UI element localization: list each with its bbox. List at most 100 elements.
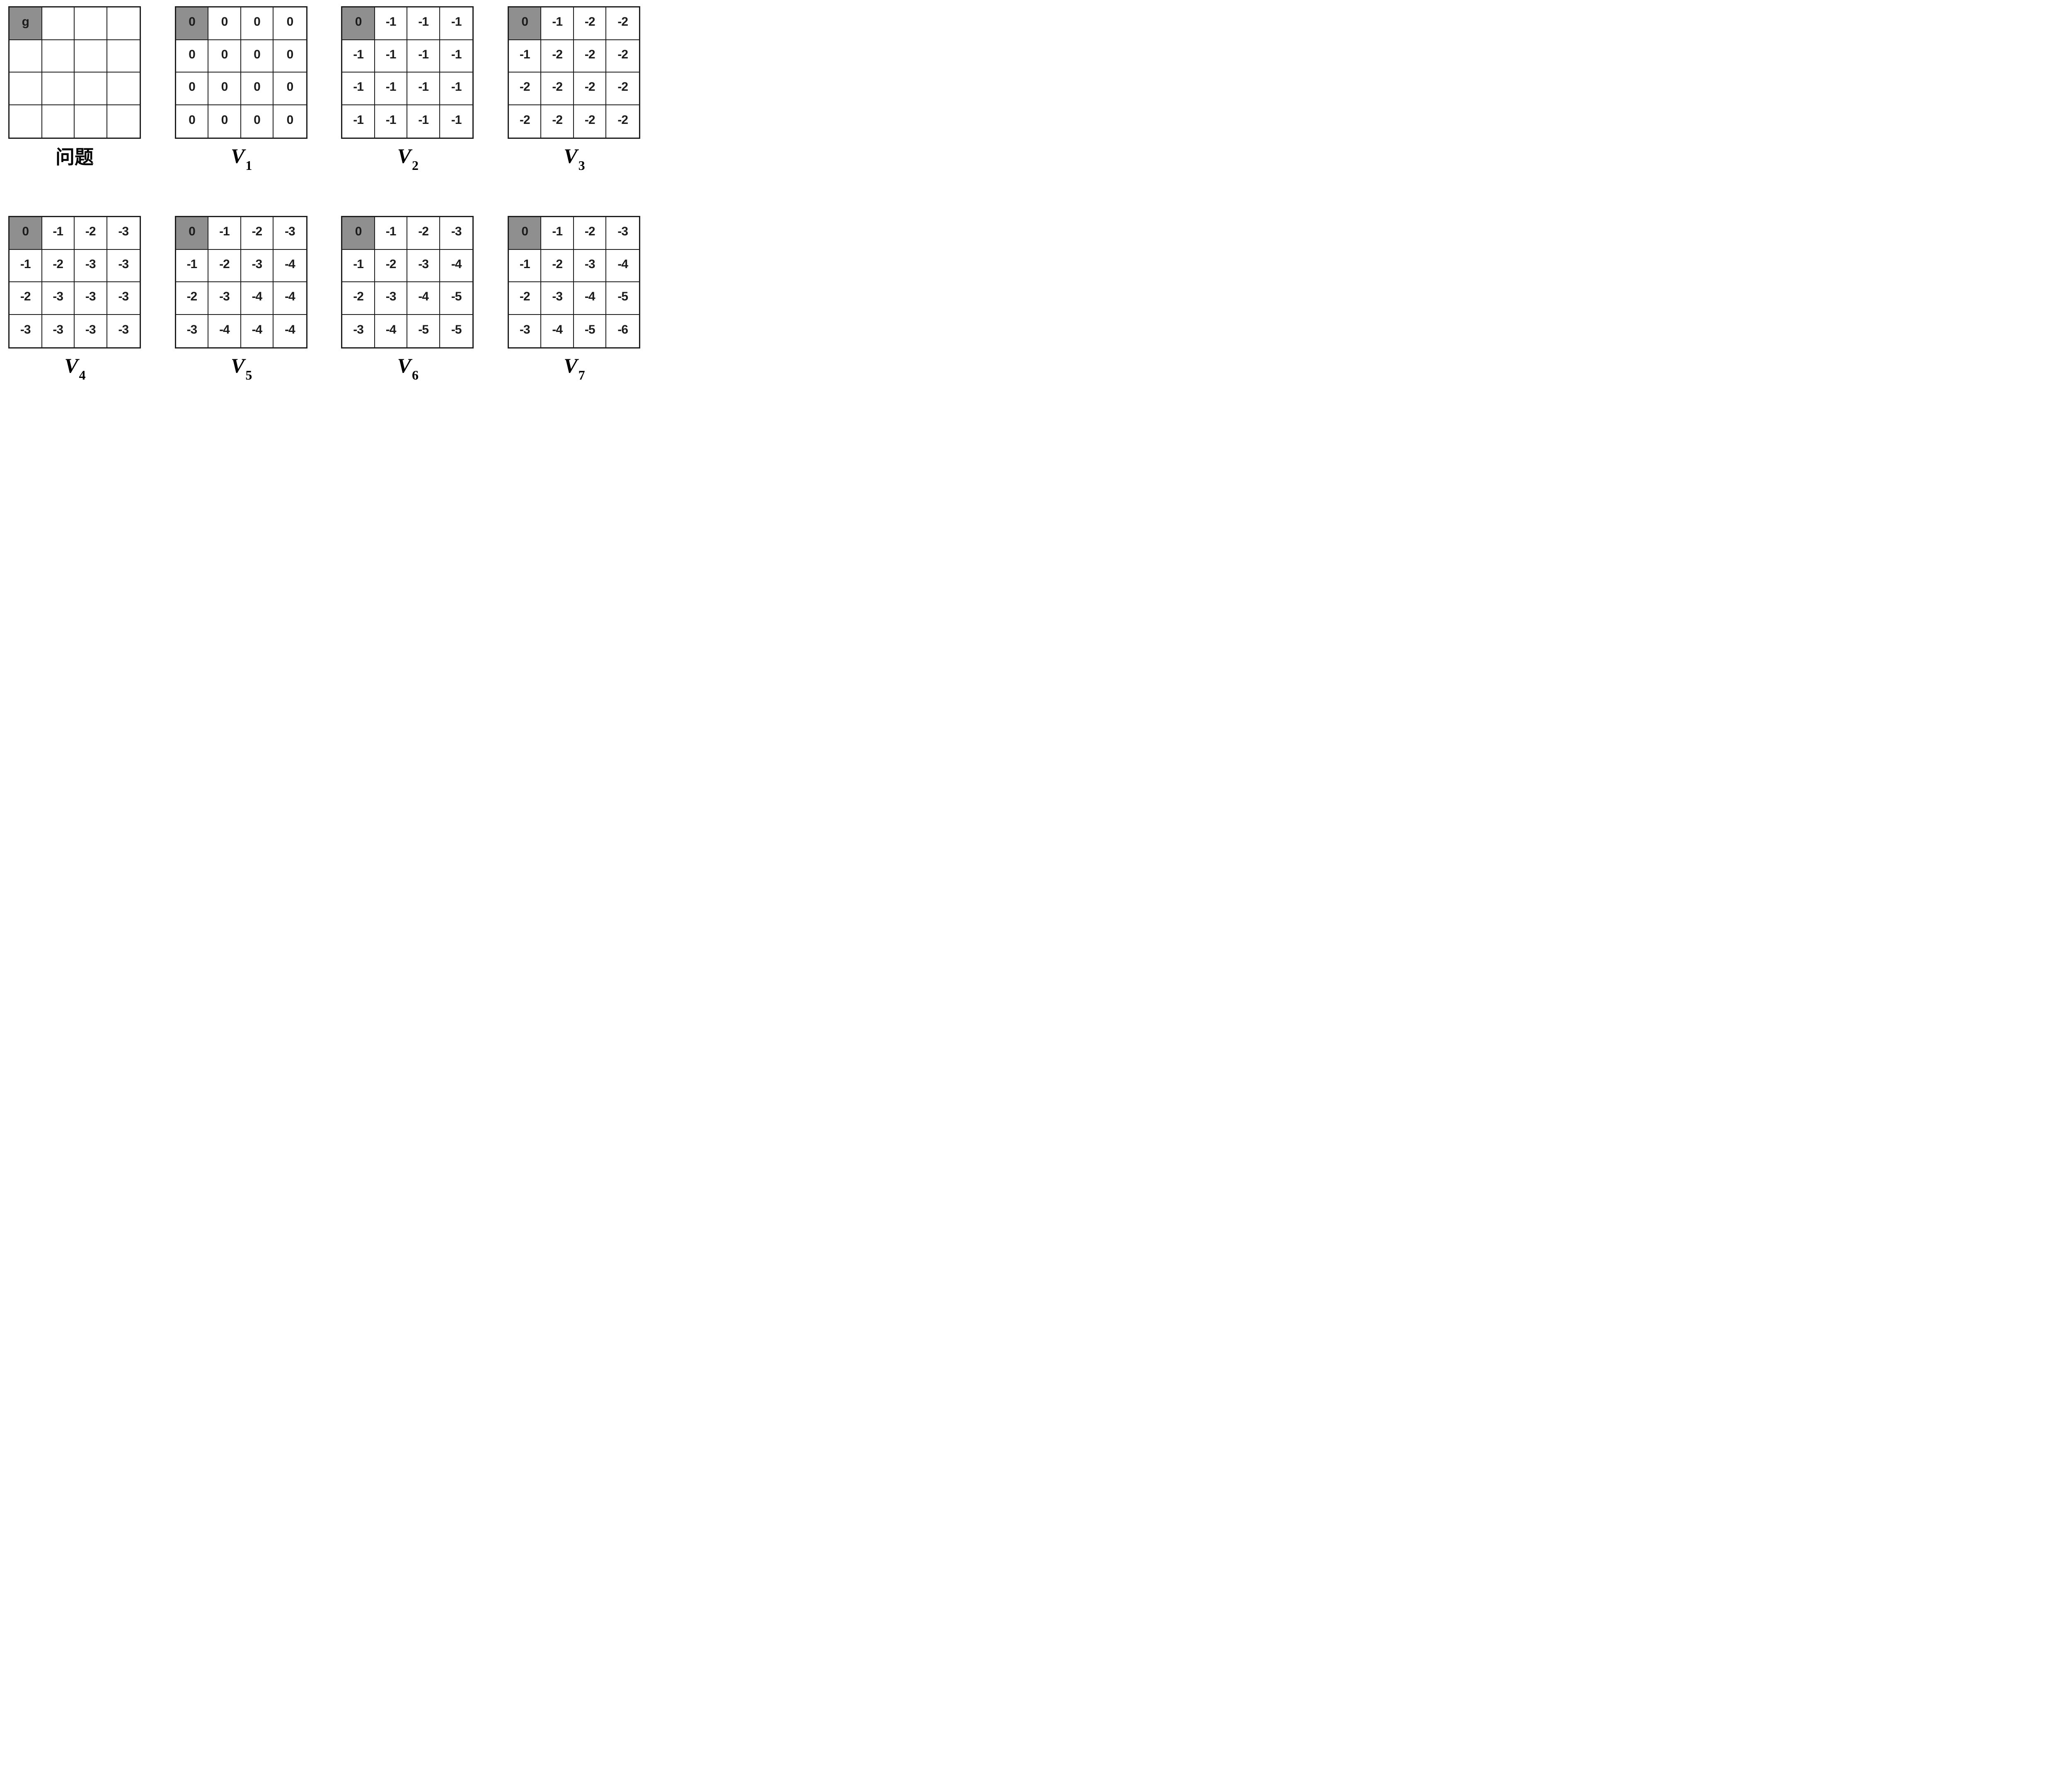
grid-cell bbox=[75, 7, 107, 40]
grid-cell bbox=[75, 40, 107, 73]
caption-v1: V1 bbox=[231, 145, 252, 172]
panel-v3: 0-1-2-2-1-2-2-2-2-2-2-2-2-2-2-2 V3 bbox=[507, 6, 640, 172]
value-grid-v7: 0-1-2-3-1-2-3-4-2-3-4-5-3-4-5-6 bbox=[507, 216, 640, 349]
caption-problem-label: 问题 bbox=[56, 147, 94, 168]
grid-cell: -2 bbox=[606, 40, 639, 73]
grid-cell: -3 bbox=[10, 315, 42, 347]
grid-cell: -3 bbox=[541, 282, 574, 315]
caption-v5-label: V5 bbox=[230, 354, 252, 382]
grid-cell: -1 bbox=[375, 217, 408, 250]
grid-cell: -3 bbox=[107, 249, 140, 282]
grid-cell: -2 bbox=[508, 282, 542, 315]
grid-cell: -1 bbox=[176, 249, 209, 282]
grid-cell: -4 bbox=[241, 282, 274, 315]
grid-cell: -1 bbox=[342, 105, 375, 138]
grid-cell bbox=[42, 73, 75, 105]
grid-cell: -2 bbox=[75, 217, 107, 250]
grid-cell: -2 bbox=[541, 40, 574, 73]
grid-cell: -2 bbox=[606, 7, 639, 40]
grid-cell: -4 bbox=[274, 282, 306, 315]
grid-cell: -4 bbox=[574, 282, 607, 315]
grid-cell bbox=[75, 105, 107, 138]
grid-cell: -5 bbox=[440, 282, 473, 315]
grid-cell: 0 bbox=[274, 73, 306, 105]
grid-cell: -1 bbox=[208, 217, 241, 250]
goal-cell: 0 bbox=[508, 7, 542, 40]
grid-cell: -1 bbox=[342, 40, 375, 73]
grid-cell: -3 bbox=[75, 282, 107, 315]
grid-cell: -4 bbox=[274, 249, 306, 282]
grid-cell: -2 bbox=[508, 73, 542, 105]
grid-cell: -2 bbox=[574, 105, 607, 138]
panel-v6: 0-1-2-3-1-2-3-4-2-3-4-5-3-4-5-5 V6 bbox=[341, 216, 474, 382]
panel-v5: 0-1-2-3-1-2-3-4-2-3-4-4-3-4-4-4 V5 bbox=[174, 216, 307, 382]
value-grid-v4: 0-1-2-3-1-2-3-3-2-3-3-3-3-3-3-3 bbox=[8, 216, 141, 349]
grid-cell: -2 bbox=[10, 282, 42, 315]
grid-cell: -2 bbox=[606, 73, 639, 105]
caption-v6-label: V6 bbox=[397, 354, 419, 382]
grid-cell: 0 bbox=[176, 73, 209, 105]
grid-cell: -4 bbox=[241, 315, 274, 347]
grid-cell: 0 bbox=[176, 105, 209, 138]
grid-cell: -4 bbox=[606, 249, 639, 282]
grid-cell: -3 bbox=[75, 315, 107, 347]
grid-cell: 0 bbox=[274, 40, 306, 73]
value-grid-v6: 0-1-2-3-1-2-3-4-2-3-4-5-3-4-5-5 bbox=[341, 216, 474, 349]
grid-cell: -1 bbox=[541, 217, 574, 250]
grid-cell: -1 bbox=[375, 7, 408, 40]
panel-v4: 0-1-2-3-1-2-3-3-2-3-3-3-3-3-3-3 V4 bbox=[8, 216, 141, 382]
grid-cell: -1 bbox=[407, 7, 440, 40]
grid-cell: -2 bbox=[208, 249, 241, 282]
goal-cell: 0 bbox=[342, 7, 375, 40]
panel-v7: 0-1-2-3-1-2-3-4-2-3-4-5-3-4-5-6 V7 bbox=[507, 216, 640, 382]
grid-cell: 0 bbox=[241, 73, 274, 105]
grid-cell: -2 bbox=[541, 105, 574, 138]
grid-cell: 0 bbox=[208, 40, 241, 73]
grid-cell: -3 bbox=[274, 217, 306, 250]
caption-v2: V2 bbox=[397, 144, 419, 173]
grid-cell: 0 bbox=[241, 40, 274, 73]
grid-cell: -4 bbox=[375, 315, 408, 347]
grid-cell: -1 bbox=[10, 249, 42, 282]
grid-cell: -1 bbox=[42, 217, 75, 250]
grid-cell: -2 bbox=[42, 249, 75, 282]
grid-cell bbox=[75, 73, 107, 105]
grid-cell bbox=[42, 40, 75, 73]
grid-cell: -5 bbox=[440, 315, 473, 347]
goal-cell: 0 bbox=[176, 217, 209, 250]
goal-cell: 0 bbox=[176, 7, 209, 40]
grid-cell: -2 bbox=[375, 249, 408, 282]
grid-cell: -2 bbox=[574, 7, 607, 40]
caption-v5: V5 bbox=[230, 354, 252, 382]
grid-cell: -1 bbox=[375, 40, 408, 73]
caption-v2-label: V2 bbox=[397, 144, 419, 173]
goal-cell: g bbox=[10, 7, 42, 40]
grid-cell: -5 bbox=[606, 282, 639, 315]
grid-cell: 0 bbox=[208, 105, 241, 138]
caption-v4: V4 bbox=[64, 354, 86, 382]
grid-cell: -3 bbox=[107, 315, 140, 347]
grid-cell: -2 bbox=[541, 73, 574, 105]
caption-v4-label: V4 bbox=[64, 354, 86, 382]
grid-cell: -4 bbox=[274, 315, 306, 347]
grid-cell: -6 bbox=[606, 315, 639, 347]
panel-v2: 0-1-1-1-1-1-1-1-1-1-1-1-1-1-1-1 V2 bbox=[341, 6, 474, 173]
grid-cell: 0 bbox=[241, 7, 274, 40]
grid-cell: 0 bbox=[208, 73, 241, 105]
grid-cell: -3 bbox=[208, 282, 241, 315]
grid-cell bbox=[107, 73, 140, 105]
grid-cell: 0 bbox=[176, 40, 209, 73]
grid-cell: -5 bbox=[407, 315, 440, 347]
grid-cell: -2 bbox=[508, 105, 542, 138]
caption-v7: V7 bbox=[564, 355, 585, 382]
grid-cell: -1 bbox=[407, 73, 440, 105]
caption-problem: 问题 bbox=[56, 145, 94, 169]
grid-cell: -3 bbox=[107, 217, 140, 250]
grid-cell: 0 bbox=[208, 7, 241, 40]
grid-cell: -1 bbox=[440, 73, 473, 105]
grid-cell: -3 bbox=[42, 315, 75, 347]
value-grid-v3: 0-1-2-2-1-2-2-2-2-2-2-2-2-2-2-2 bbox=[507, 6, 640, 139]
grid-cell: 0 bbox=[274, 7, 306, 40]
grid-cell: -1 bbox=[342, 249, 375, 282]
